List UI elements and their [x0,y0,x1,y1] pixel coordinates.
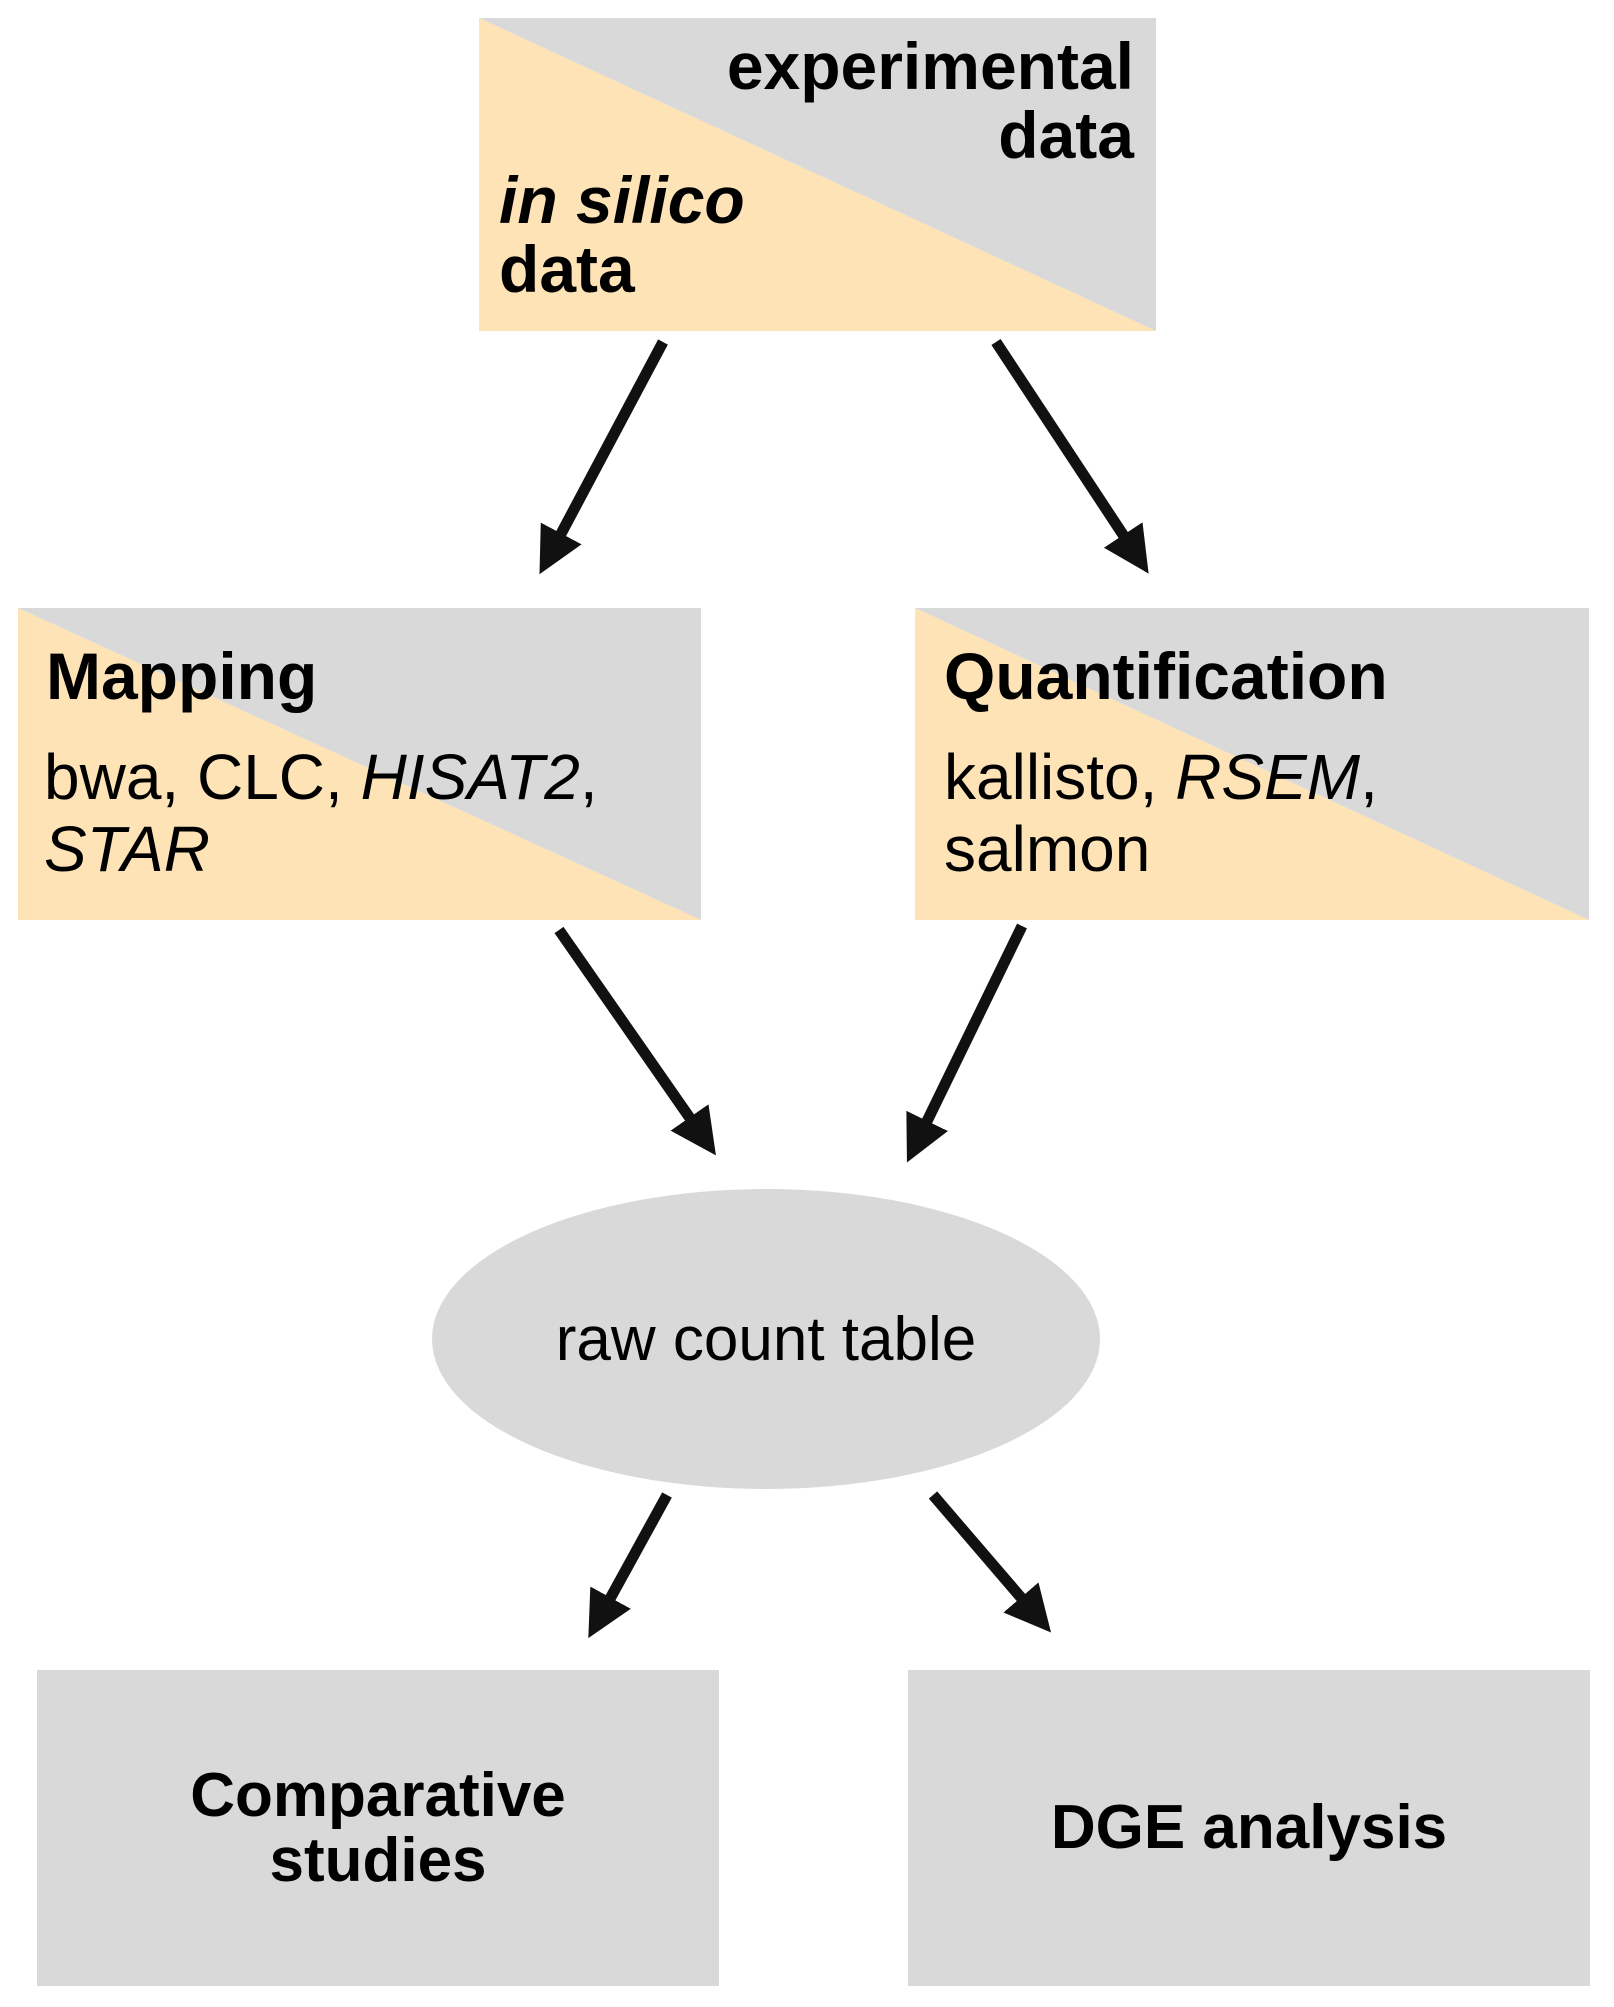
in-silico-label-line2: data [499,232,635,307]
raw-count-table-label: raw count table [555,1304,977,1374]
mapping-tools-line1: bwa, CLC, HISAT2, [44,741,598,814]
tool-text: , [579,741,598,813]
quantification-box: Quantification kallisto, RSEM, salmon [915,608,1589,920]
comparative-label-line2: studies [269,1826,487,1895]
mapping-tools-line2: STAR [44,812,210,885]
tool-text: , [1360,741,1378,813]
tool-text-italic: HISAT2 [360,741,580,813]
dge-label-text: DGE analysis [1050,1793,1448,1863]
experimental-data-label: experimental data [726,29,1134,173]
quantification-tools-line2: salmon [944,812,1151,885]
quantification-title: Quantification [944,639,1388,713]
tool-text: bwa, CLC, [44,741,361,813]
split-background [479,18,1156,331]
dge-analysis-box: DGE analysis [908,1670,1590,1986]
arrow-to-quantification [991,338,1149,574]
tool-text-italic: RSEM [1175,741,1361,813]
arrow-to-mapping [539,339,668,575]
in-silico-data-label: in silico data [499,163,745,307]
quantification-tools: kallisto, RSEM, salmon [944,741,1378,885]
arrow-to-dge [928,1491,1052,1633]
in-silico-label-line1: in silico [499,163,745,237]
dge-analysis-label: DGE analysis [908,1670,1590,1986]
mapping-tools: bwa, CLC, HISAT2, STAR [44,741,598,885]
split-background [18,608,701,920]
experimental-label-line2: data [998,98,1134,173]
mapping-title: Mapping [46,639,318,713]
split-background [915,608,1589,920]
experimental-label-line1: experimental [726,29,1134,103]
comparative-studies-box: Comparative studies [37,1670,719,1986]
mapping-box: Mapping bwa, CLC, HISAT2, STAR [18,608,701,920]
raw-count-table-node: raw count table [432,1189,1100,1489]
quantification-tools-line1: kallisto, RSEM, [944,741,1378,814]
input-data-box: experimental data in silico data [479,18,1156,331]
comparative-label-line1: Comparative [190,1760,566,1830]
arrow-quantification-to-table [906,923,1027,1163]
arrow-mapping-to-table [554,926,716,1156]
comparative-studies-label: Comparative studies [37,1670,719,1986]
tool-text: kallisto, [944,741,1176,813]
arrow-to-comparative [588,1492,672,1639]
